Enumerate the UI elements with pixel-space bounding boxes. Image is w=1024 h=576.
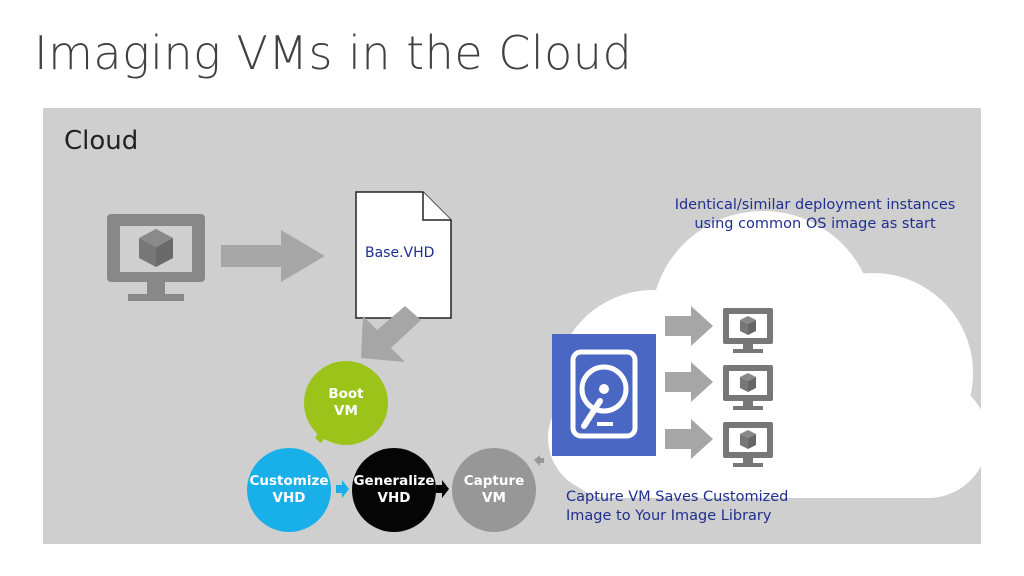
vm-monitor-icon [723,308,773,353]
capture-caption-line2: Image to Your Image Library [566,508,772,524]
vm-monitor-icon [723,365,773,410]
arrow-icon [665,362,713,402]
capture-vm-line2: VM [482,490,506,506]
cloud-panel-label: Cloud [64,126,139,156]
capture-vm-step: Capture VM [452,448,536,532]
diagram-canvas [107,191,981,498]
vhd-file-icon [355,191,452,319]
customize-vhd-line2: VHD [272,490,306,506]
hard-disk-icon [552,334,656,456]
capture-vm-line1: Capture [463,473,525,489]
deployment-caption-line2: using common OS image as start [694,216,936,232]
cloud-panel: Cloud [43,108,981,544]
generalize-vhd-line2: VHD [377,490,411,506]
customize-vhd-step: Customize VHD [247,448,331,532]
boot-vm-line1: Boot [328,386,364,402]
arrow-icon [665,419,713,459]
generalize-vhd-line1: Generalize [353,473,435,489]
vm-monitor-icon [723,422,773,467]
arrow-icon [361,306,421,362]
arrow-icon [221,230,325,282]
arrow-icon [534,455,544,466]
arrow-icon [665,306,713,346]
base-vhd-label: Base.VHD [365,245,435,261]
capture-caption: Capture VM Saves Customized Image to You… [566,488,788,526]
boot-vm-line2: VM [334,403,358,419]
arrow-icon [436,480,449,498]
capture-caption-line1: Capture VM Saves Customized [566,489,789,505]
arrow-icon [336,480,349,498]
customize-vhd-line1: Customize [249,473,329,489]
page-title: Imaging VMs in the Cloud [34,26,633,80]
generalize-vhd-step: Generalize VHD [352,448,436,532]
deployment-caption: Identical/similar deployment instances u… [665,196,965,234]
boot-vm-step: Boot VM [304,361,388,445]
vm-monitor-icon [107,214,205,301]
deployment-caption-line1: Identical/similar deployment instances [674,197,956,213]
